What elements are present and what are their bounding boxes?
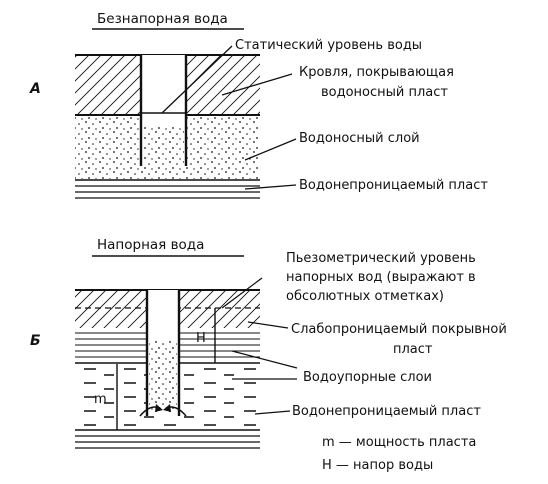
label-aquifer: Водоносный слой <box>299 131 420 146</box>
legend-h: H — напор воды <box>322 458 433 473</box>
legend-m: m — мощность пласта <box>322 435 476 450</box>
leader-roof <box>221 73 293 96</box>
well-a-water <box>143 126 184 166</box>
label-roof-line1: Кровля, покрывающая <box>299 65 454 80</box>
section-a-letter: А <box>29 81 41 97</box>
section-a-title: Безнапорная вода <box>97 11 228 27</box>
section-a: А Безнапорная вода Статический уровень в… <box>29 11 488 199</box>
well-b-water <box>149 340 177 412</box>
leader-weak-cover <box>247 321 289 329</box>
label-weak-line1: Слабопроницаемый покрывной <box>291 322 507 337</box>
impermeable-layer-b <box>75 429 260 449</box>
section-b-title: Напорная вода <box>97 237 204 253</box>
leader-static-level <box>161 45 233 114</box>
leader-aquifer <box>244 138 297 161</box>
leader-impermeable-a <box>244 184 297 190</box>
label-roof-line2: водоносный пласт <box>321 85 448 100</box>
mark-h: H <box>196 331 206 346</box>
label-weak-line2: пласт <box>393 342 433 357</box>
label-piezo-line3: обсолютных отметках) <box>286 289 444 304</box>
label-impermeable-b: Водонепроницаемый пласт <box>292 404 481 419</box>
arrow-head-left <box>155 404 163 412</box>
section-b: Б Напорная вода m H <box>30 237 507 473</box>
label-piezo-line1: Пьезометрический уровень <box>286 251 476 266</box>
label-impermeable-a: Водонепроницаемый пласт <box>299 178 488 193</box>
leader-piezometric <box>221 277 263 309</box>
section-b-letter: Б <box>30 333 41 349</box>
leader-confining-upper <box>231 350 298 369</box>
label-piezo-line2: напорных вод (выражают в <box>286 270 476 285</box>
label-static-level: Статический уровень воды <box>235 38 422 53</box>
mark-m: m <box>94 392 107 407</box>
impermeable-layer-a <box>75 179 260 199</box>
label-confining: Водоупорные слои <box>303 370 432 385</box>
leader-impermeable-b <box>254 410 291 415</box>
arrow-head-right <box>163 404 171 412</box>
